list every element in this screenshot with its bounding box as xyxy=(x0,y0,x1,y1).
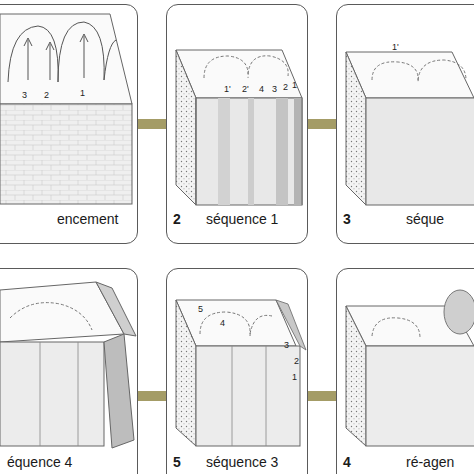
block-start xyxy=(0,14,132,204)
sequence-connector xyxy=(308,119,336,129)
callout-number: 4 xyxy=(220,318,225,328)
stage-number: 3 xyxy=(343,211,351,227)
connector-bar xyxy=(138,119,166,129)
sequence-connector xyxy=(308,391,336,401)
block-reagencement xyxy=(346,290,474,446)
sequence-connector xyxy=(138,391,166,401)
callout-number: 2' xyxy=(242,84,249,94)
callout-number: 4 xyxy=(259,84,264,94)
connector-bar xyxy=(308,119,336,129)
stage-panel: 3 séque xyxy=(336,4,474,244)
block-sequence-2 xyxy=(346,52,474,205)
callout-number: 2 xyxy=(44,90,49,100)
callout-number: 2 xyxy=(294,356,299,366)
callout-number: 1' xyxy=(392,42,399,52)
stage-panel: 4 ré-agen xyxy=(336,268,474,474)
callout-number: 3 xyxy=(22,90,27,100)
stage-number: 5 xyxy=(173,454,181,470)
stage-caption: encement xyxy=(57,211,118,227)
callout-number: 1' xyxy=(224,84,231,94)
block-sequence-1 xyxy=(176,50,302,205)
connector-bar xyxy=(308,391,336,401)
stage-panel: équence 4 xyxy=(0,268,138,474)
callout-number: 1 xyxy=(292,372,297,382)
stage-panel: 2 séquence 1 xyxy=(166,4,308,244)
callout-number: 3 xyxy=(272,84,277,94)
stage-panel: encement xyxy=(0,4,138,244)
stage-caption: séquence 3 xyxy=(206,454,278,470)
stage-caption: ré-agen xyxy=(406,454,454,470)
callout-number: 1 xyxy=(292,80,297,90)
block-sequence-4 xyxy=(0,282,136,448)
stage-number: 4 xyxy=(343,454,351,470)
callout-number: 3 xyxy=(284,340,289,350)
stage-caption: séquence 1 xyxy=(206,211,278,227)
callout-number: 1 xyxy=(80,88,85,98)
callout-number: 5 xyxy=(198,304,203,314)
stage-panel: 5 séquence 3 xyxy=(166,268,308,474)
stage-caption: séque xyxy=(406,211,444,227)
block-sequence-3 xyxy=(176,300,306,446)
sequence-connector xyxy=(138,119,166,129)
callout-number: 2 xyxy=(283,82,288,92)
connector-bar xyxy=(138,391,166,401)
stage-number: 2 xyxy=(173,211,181,227)
stage-caption: équence 4 xyxy=(7,454,72,470)
